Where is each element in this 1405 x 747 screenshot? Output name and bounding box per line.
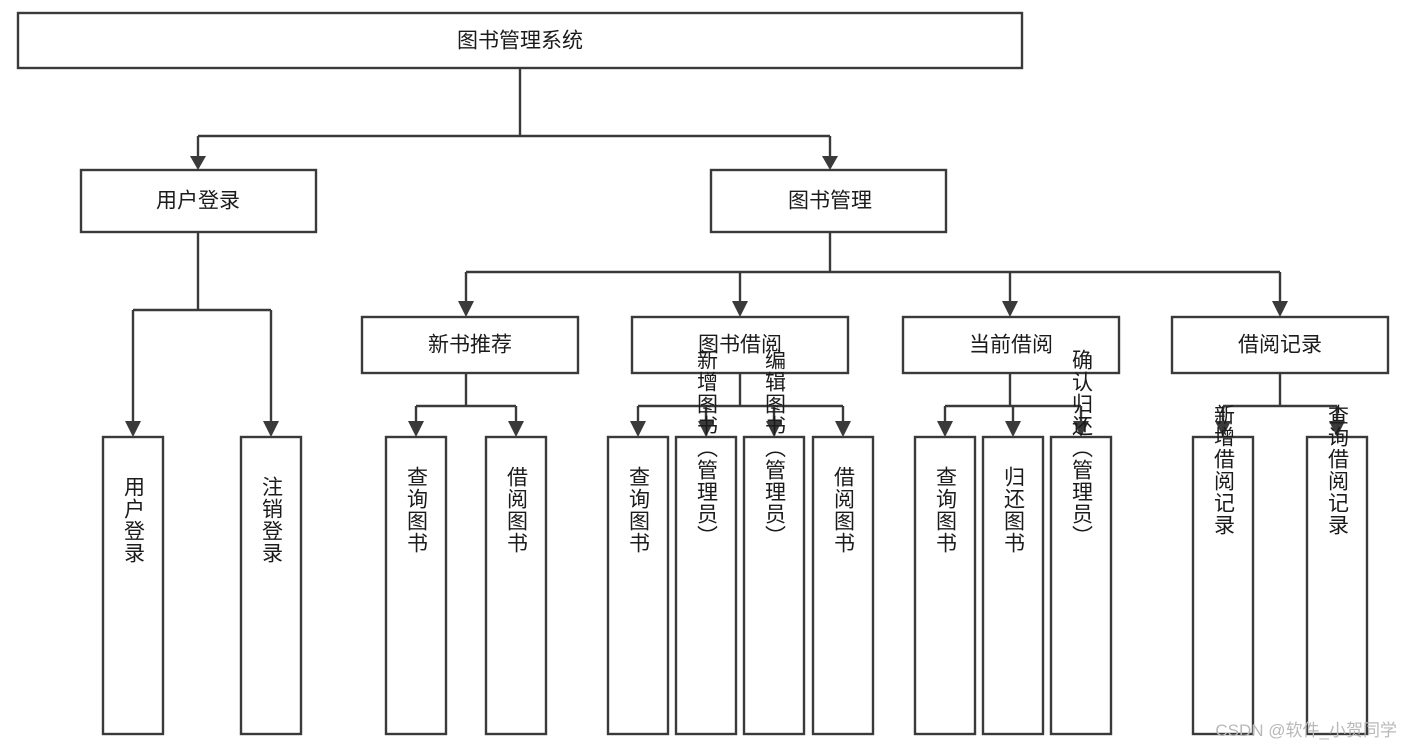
leaf-book-borrow-4-box[interactable] — [811, 435, 875, 736]
arrow-to-book-mgmt — [822, 156, 838, 170]
leaf-current-borrow-2[interactable]: 归还图书 — [981, 435, 1045, 736]
leaf-book-borrow-2[interactable]: 新增图书（管理员） — [674, 349, 738, 736]
node-user-login-label: 用户登录 — [156, 190, 240, 213]
node-new-book-recommend-label: 新书推荐 — [428, 334, 512, 357]
leaf-current-borrow-1-box[interactable] — [913, 435, 977, 736]
node-new-book-recommend-box[interactable] — [360, 315, 580, 375]
node-book-borrow[interactable]: 图书借阅 — [630, 315, 850, 375]
leaf-user-login-1-label: 用户登录 — [122, 476, 146, 564]
leaf-borrow-record-2-box[interactable] — [1305, 435, 1369, 736]
arrow-borrowrec-l1 — [1215, 421, 1231, 437]
arrow-bookborrow-l2 — [698, 421, 714, 437]
leaf-new-book-2-box[interactable] — [484, 435, 548, 736]
edges-group — [125, 68, 1345, 437]
leaf-book-borrow-1-box[interactable] — [606, 435, 670, 736]
arrow-to-current-borrow — [1002, 301, 1018, 317]
arrow-curborrow-l2 — [1005, 421, 1021, 437]
node-book-borrow-box[interactable] — [630, 315, 850, 375]
leaf-user-login-1[interactable]: 用户登录 — [101, 435, 165, 736]
node-current-borrow-box[interactable] — [901, 315, 1121, 375]
leaf-current-borrow-3-label: 确认归还（管理员） — [1070, 349, 1094, 547]
arrow-curborrow-l3 — [1073, 421, 1089, 437]
leaf-borrow-record-1[interactable]: 新增借阅记录 — [1191, 404, 1255, 736]
leaf-book-borrow-3[interactable]: 编辑图书（管理员） — [742, 349, 806, 736]
arrow-userlogin-l2 — [263, 421, 279, 437]
node-root-label: 图书管理系统 — [457, 30, 583, 53]
leaf-borrow-record-1-label: 新增借阅记录 — [1212, 404, 1236, 536]
leaf-new-book-1-label: 查询图书 — [405, 466, 429, 554]
leaf-current-borrow-2-label: 归还图书 — [1002, 466, 1026, 554]
arrow-borrowrec-l2 — [1329, 421, 1345, 437]
leaf-book-borrow-2-box[interactable] — [674, 435, 738, 736]
leaf-borrow-record-2[interactable]: 查询借阅记录 — [1305, 404, 1369, 736]
node-borrow-record[interactable]: 借阅记录 — [1170, 315, 1390, 375]
leaf-borrow-record-2-label: 查询借阅记录 — [1326, 404, 1350, 536]
leaf-new-book-1-box[interactable] — [384, 435, 448, 736]
arrow-userlogin-l1 — [125, 421, 141, 437]
arrow-to-book-borrow — [732, 301, 748, 317]
leaf-book-borrow-1[interactable]: 查询图书 — [606, 435, 670, 736]
leaf-current-borrow-2-box[interactable] — [981, 435, 1045, 736]
node-borrow-record-label: 借阅记录 — [1238, 334, 1322, 357]
arrow-bookborrow-l1 — [630, 421, 646, 437]
leaf-current-borrow-3[interactable]: 确认归还（管理员） — [1049, 349, 1113, 736]
node-borrow-record-box[interactable] — [1170, 315, 1390, 375]
arrow-bookborrow-l4 — [835, 421, 851, 437]
node-book-management[interactable]: 图书管理 — [709, 168, 948, 234]
leaf-user-login-2[interactable]: 注销登录 — [239, 435, 303, 736]
arrow-newbook-l2 — [508, 421, 524, 437]
leaf-borrow-record-1-box[interactable] — [1191, 435, 1255, 736]
node-book-borrow-label: 图书借阅 — [698, 334, 782, 357]
leaf-current-borrow-1-label: 查询图书 — [934, 466, 958, 554]
leaf-new-book-2-label: 借阅图书 — [505, 466, 529, 554]
leaf-book-borrow-3-label: 编辑图书（管理员） — [763, 349, 787, 547]
leaf-current-borrow-1[interactable]: 查询图书 — [913, 435, 977, 736]
arrow-to-borrow-record — [1272, 301, 1288, 317]
node-root-box[interactable] — [16, 11, 1024, 70]
leaf-user-login-1-box[interactable] — [101, 435, 165, 736]
arrow-to-new-book — [458, 301, 474, 317]
node-current-borrow-label: 当前借阅 — [969, 334, 1053, 357]
node-book-management-label: 图书管理 — [788, 190, 872, 213]
arrow-bookborrow-l3 — [766, 421, 782, 437]
leaf-current-borrow-3-box[interactable] — [1049, 435, 1113, 736]
leaf-book-borrow-4-label: 借阅图书 — [832, 466, 856, 554]
leaf-book-borrow-3-box[interactable] — [742, 435, 806, 736]
node-new-book-recommend[interactable]: 新书推荐 — [360, 315, 580, 375]
node-root-system[interactable]: 图书管理系统 — [16, 11, 1024, 70]
leaf-book-borrow-4[interactable]: 借阅图书 — [811, 435, 875, 736]
node-user-login[interactable]: 用户登录 — [79, 168, 318, 234]
node-book-management-box[interactable] — [709, 168, 948, 234]
arrow-to-user-login — [190, 156, 206, 170]
leaf-user-login-2-label: 注销登录 — [260, 476, 284, 564]
leaf-book-borrow-1-label: 查询图书 — [627, 466, 651, 554]
leaf-new-book-1[interactable]: 查询图书 — [384, 435, 448, 736]
leaf-user-login-2-box[interactable] — [239, 435, 303, 736]
node-user-login-box[interactable] — [79, 168, 318, 234]
arrow-curborrow-l1 — [937, 421, 953, 437]
arrow-newbook-l1 — [408, 421, 424, 437]
leaf-new-book-2[interactable]: 借阅图书 — [484, 435, 548, 736]
node-current-borrow[interactable]: 当前借阅 — [901, 315, 1121, 375]
leaf-book-borrow-2-label: 新增图书（管理员） — [695, 349, 719, 547]
